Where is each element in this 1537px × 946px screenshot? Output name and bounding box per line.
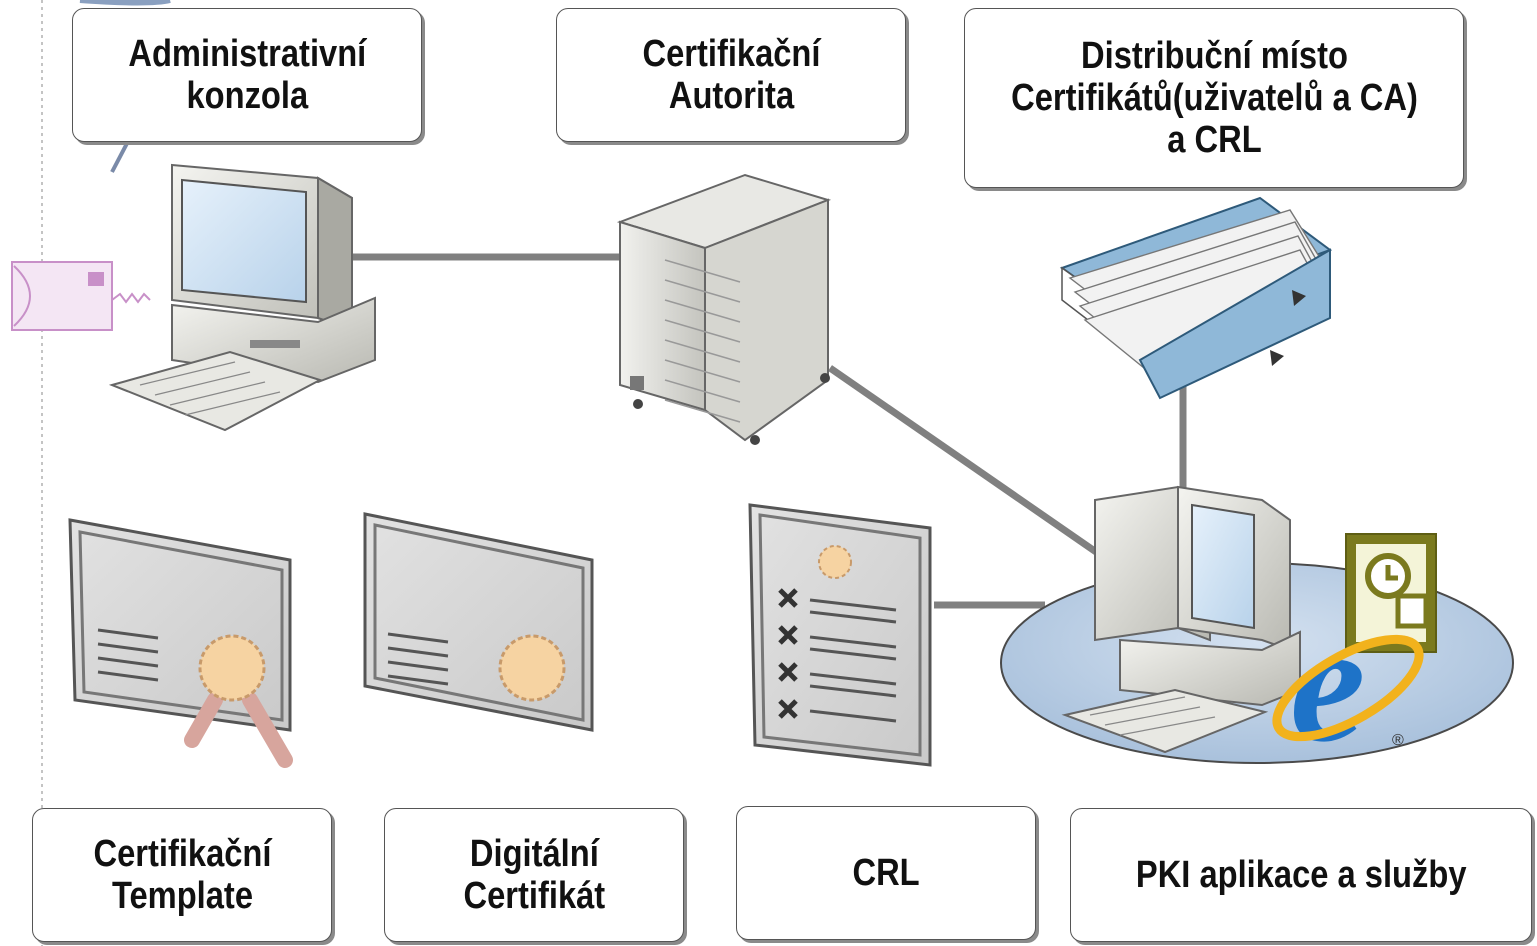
label-pki-apps: PKI aplikace a služby [1070, 808, 1532, 942]
label-digital-cert-text: Digitální Certifikát [463, 833, 605, 917]
digital-certificate-icon [363, 512, 594, 732]
label-crl: CRL [736, 806, 1036, 940]
ca-server-icon [616, 173, 832, 445]
label-cert-template-text: Certifikační Template [93, 833, 271, 917]
label-crl-text: CRL [852, 852, 920, 894]
label-ca: Certifikační Autorita [556, 8, 906, 142]
label-digital-cert: Digitální Certifikát [384, 808, 684, 942]
client-workstation-icon [1061, 485, 1301, 754]
label-ca-text: Certifikační Autorita [642, 33, 820, 117]
label-admin-console: Administrativní konzola [72, 8, 422, 142]
label-cert-template: Certifikační Template [32, 808, 332, 942]
label-admin-console-text: Administrativní konzola [128, 33, 366, 117]
directory-binder-icon [1059, 196, 1333, 400]
admin-workstation-icon [108, 163, 376, 432]
label-distribution: Distribuční místo Certifikátů(uživatelů … [964, 8, 1464, 188]
outlook-icon [1345, 533, 1437, 653]
label-pki-apps-text: PKI aplikace a služby [1135, 854, 1467, 896]
crl-document-icon [748, 503, 932, 767]
internet-explorer-icon: e ® [1272, 589, 1424, 777]
svg-text:®: ® [1392, 732, 1404, 749]
envelope-icon [11, 261, 151, 331]
connector-ca-client [828, 365, 1127, 575]
label-distribution-text: Distribuční místo Certifikátů(uživatelů … [1010, 35, 1418, 161]
certificate-template-icon [68, 518, 293, 768]
